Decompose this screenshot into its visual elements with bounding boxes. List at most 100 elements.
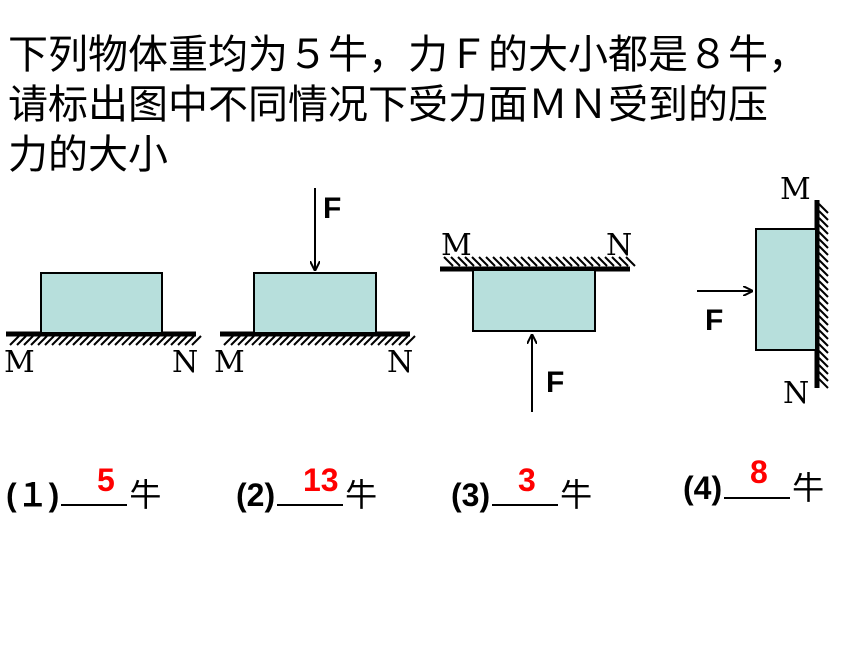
answer-1-unit: 牛 (129, 476, 162, 514)
hatch-mark (398, 335, 409, 346)
hatch-mark (51, 335, 62, 346)
hatch-mark (121, 335, 132, 346)
hatch-mark (818, 287, 829, 298)
hatch-mark (611, 256, 622, 267)
hatch-mark (44, 335, 55, 346)
hatch-mark (548, 256, 559, 267)
hatch-mark (128, 335, 139, 346)
hatch-mark (818, 357, 829, 368)
question-line-1: 下列物体重均为５牛，力Ｆ的大小都是８牛， (8, 32, 808, 78)
hatch-mark (191, 335, 202, 346)
hatch-mark (335, 335, 346, 346)
hatch-mark (597, 256, 608, 267)
answer-3-unit: 牛 (560, 476, 593, 514)
hatch-mark (818, 350, 829, 361)
hatching-2 (223, 335, 416, 346)
label-m-2: M (214, 345, 245, 380)
hatch-mark (555, 256, 566, 267)
hatch-mark (328, 335, 339, 346)
hatch-mark (492, 256, 503, 267)
hatch-mark (625, 256, 636, 267)
answer-1-value: 5 (97, 462, 115, 498)
hatch-mark (818, 301, 829, 312)
hatch-mark (576, 256, 587, 267)
hatch-mark (177, 335, 188, 346)
force-label-4: F (705, 304, 723, 337)
answer-3-prefix: (3) (451, 477, 491, 513)
label-n-4: N (783, 376, 809, 411)
label-n-2: N (387, 345, 413, 380)
answer-2: (2)牛 (236, 470, 377, 516)
figure-4: F M N (697, 172, 829, 411)
hatching-3 (443, 256, 636, 267)
hatch-mark (237, 335, 248, 346)
hatch-mark (279, 335, 290, 346)
hatch-mark (506, 256, 517, 267)
answer-1-blank (61, 478, 128, 506)
hatch-mark (478, 256, 489, 267)
hatch-mark (485, 256, 496, 267)
hatch-mark (142, 335, 153, 346)
hatch-mark (818, 217, 829, 228)
hatch-mark (356, 335, 367, 346)
hatch-mark (471, 256, 482, 267)
answer-4-value: 8 (750, 454, 768, 490)
hatch-mark (818, 315, 829, 326)
answer-2-prefix: (2) (236, 477, 276, 513)
hatch-mark (377, 335, 388, 346)
answer-3: (3) 牛 (451, 470, 592, 516)
hatch-mark (464, 256, 475, 267)
block-1 (40, 272, 163, 334)
hatch-mark (818, 245, 829, 256)
hatch-mark (818, 273, 829, 284)
label-m-1: M (4, 345, 35, 380)
hatch-mark (230, 335, 241, 346)
hatch-mark (569, 256, 580, 267)
hatch-mark (818, 322, 829, 333)
hatch-mark (499, 256, 510, 267)
hatch-mark (818, 294, 829, 305)
figure-2: F M N (214, 188, 416, 380)
hatch-mark (100, 335, 111, 346)
hatch-mark (818, 266, 829, 277)
hatch-mark (135, 335, 146, 346)
hatch-mark (251, 335, 262, 346)
hatch-mark (107, 335, 118, 346)
hatch-mark (93, 335, 104, 346)
hatch-mark (818, 371, 829, 382)
hatch-mark (513, 256, 524, 267)
hatch-mark (58, 335, 69, 346)
hatch-mark (314, 335, 325, 346)
hatch-mark (272, 335, 283, 346)
hatch-mark (405, 335, 416, 346)
hatch-mark (86, 335, 97, 346)
hatch-mark (258, 335, 269, 346)
answer-1: (１)牛 (6, 470, 161, 516)
hatch-mark (818, 378, 829, 389)
hatch-mark (818, 308, 829, 319)
hatch-mark (23, 335, 34, 346)
hatch-mark (286, 335, 297, 346)
hatch-mark (818, 231, 829, 242)
hatch-mark (450, 256, 461, 267)
question-line-2: 请标出图中不同情况下受力面ＭＮ受到的压 (8, 82, 768, 128)
hatch-mark (534, 256, 545, 267)
hatch-mark (363, 335, 374, 346)
hatch-mark (583, 256, 594, 267)
hatch-mark (342, 335, 353, 346)
hatch-mark (65, 335, 76, 346)
hatch-mark (818, 336, 829, 347)
force-label-2: F (323, 192, 341, 225)
hatch-mark (818, 252, 829, 263)
hatch-mark (37, 335, 48, 346)
hatch-mark (321, 335, 332, 346)
hatch-mark (443, 256, 454, 267)
hatch-mark (149, 335, 160, 346)
hatch-mark (349, 335, 360, 346)
hatch-mark (370, 335, 381, 346)
hatch-mark (818, 203, 829, 214)
hatch-mark (520, 256, 531, 267)
hatching-1 (9, 335, 202, 346)
hatch-mark (114, 335, 125, 346)
hatch-mark (300, 335, 311, 346)
